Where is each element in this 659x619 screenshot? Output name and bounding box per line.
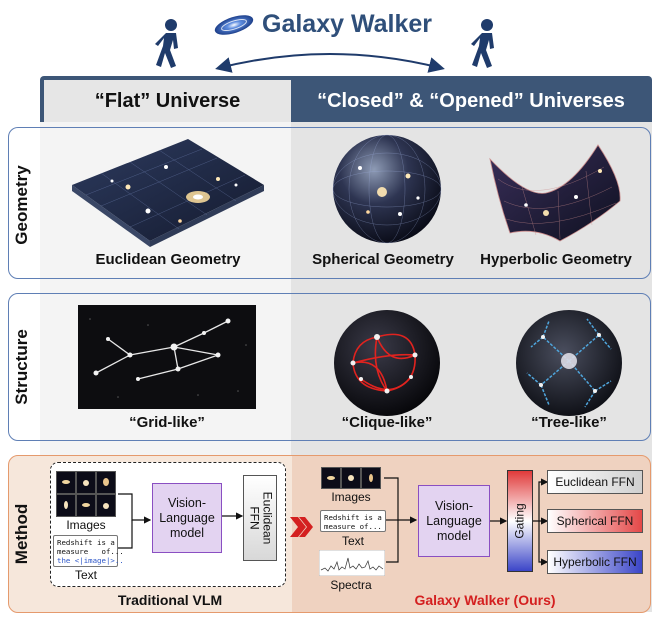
structure-row-label: Structure	[12, 329, 31, 405]
code-line: Redshift is a	[57, 538, 115, 547]
grid-like-structure-image	[78, 305, 256, 409]
traditional-images-label: Images	[66, 518, 106, 532]
traditional-image-grid	[56, 471, 116, 517]
spherical-geometry-image	[332, 134, 442, 244]
traditional-vlm-model: Vision- Language model	[152, 483, 222, 553]
ours-spectra-label: Spectra	[330, 578, 372, 592]
geometry-row-panel	[8, 127, 651, 279]
diagram-title: Galaxy Walker	[262, 10, 433, 38]
flat-universe-label: “Flat” Universe	[44, 80, 291, 122]
ours-text-label: Text	[341, 534, 364, 548]
ffn-line: FFN	[247, 506, 261, 530]
galaxy-dots-overlay	[327, 474, 373, 482]
walk-arrow-icon	[215, 53, 445, 73]
vlm-line: model	[436, 528, 472, 543]
walker-right-icon	[471, 19, 494, 68]
traditional-input-arrows	[118, 493, 152, 549]
gating-output-arrows	[533, 478, 549, 566]
ours-vlm-model: Vision- Language model	[418, 485, 490, 557]
structure-row-panel	[8, 293, 651, 441]
gating-module: Gating	[507, 470, 533, 572]
gating-label: Gating	[513, 503, 528, 539]
spherical-ffn-box: Spherical FFN	[547, 509, 643, 533]
vlm-line: Vision-	[168, 495, 206, 510]
code-line: measure of...	[57, 547, 124, 556]
vlm-line: Vision-	[435, 498, 473, 513]
traditional-to-ffn-arrow	[222, 512, 244, 520]
ours-text-snippet: Redshift is a measure of...	[320, 510, 386, 532]
walker-left-icon	[155, 19, 178, 68]
ours-images-label: Images	[331, 490, 371, 504]
euclidean-ffn-box: Euclidean FFN	[547, 470, 643, 494]
traditional-text-snippet: Redshift is a measure of... the <|image|…	[53, 535, 124, 567]
tree-like-structure-image	[516, 310, 622, 416]
hyperbolic-ffn-box: Hyperbolic FFN	[547, 550, 643, 574]
clique-like-structure-image	[334, 310, 440, 416]
tree-like-caption: “Tree-like”	[531, 414, 607, 431]
code-line: measure of...	[324, 522, 382, 531]
traditional-vlm-caption: Traditional VLM	[117, 592, 223, 608]
vlm-line: Language	[426, 513, 482, 528]
galaxy-dots-overlay	[62, 478, 109, 509]
grid-like-caption: “Grid-like”	[129, 414, 205, 431]
chevron-right-icon	[290, 517, 313, 537]
closed-opened-universes-label: “Closed” & “Opened” Universes	[317, 89, 625, 112]
spherical-geometry-caption: Spherical Geometry	[312, 251, 454, 268]
vlm-line: Language	[159, 510, 215, 525]
code-line-image-token: the <|image|>..	[57, 556, 124, 565]
galaxy-logo-icon	[214, 15, 254, 35]
code-line: Redshift is a	[324, 513, 382, 522]
euclidean-plane-image	[72, 139, 264, 247]
ours-image-strip	[321, 467, 381, 489]
traditional-text-label: Text	[74, 568, 97, 582]
geometry-row-label: Geometry	[12, 165, 31, 245]
ours-to-gating-arrow	[490, 517, 508, 525]
spectra-plot-image	[319, 550, 385, 576]
hyperbolic-geometry-caption: Hyperbolic Geometry	[480, 251, 632, 268]
vlm-line: model	[169, 525, 205, 540]
traditional-euclidean-ffn: Euclidean FFN	[243, 475, 277, 561]
galaxy-walker-caption: Galaxy Walker (Ours)	[414, 592, 556, 608]
euclidean-geometry-caption: Euclidean Geometry	[95, 251, 241, 268]
ffn-line: Euclidean	[260, 491, 274, 545]
hyperbolic-geometry-image	[489, 144, 621, 242]
method-row-label: Method	[12, 503, 31, 565]
clique-like-caption: “Clique-like”	[341, 414, 433, 431]
ours-input-arrows	[384, 477, 418, 563]
